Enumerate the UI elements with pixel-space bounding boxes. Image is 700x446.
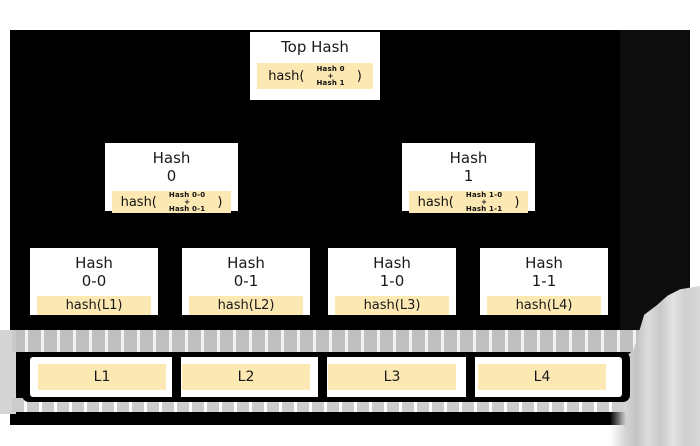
hash-fn-open: hash( bbox=[417, 194, 454, 210]
operand-stack: Hash 1-0 + Hash 1-1 bbox=[466, 191, 502, 213]
arrowhead-root bbox=[306, 100, 324, 112]
node-hash-1-1-value-box: hash(L4) bbox=[487, 296, 601, 315]
data-block-l2-label: L2 bbox=[237, 369, 255, 385]
data-divider-1 bbox=[172, 352, 181, 402]
node-hash-0-title: Hash 0 bbox=[152, 149, 191, 185]
connector-hash1-to-root bbox=[468, 118, 470, 144]
node-hash-1-0[interactable]: Hash 1-0 hash(L3) bbox=[328, 248, 456, 315]
node-hash-0-0[interactable]: Hash 0-0 hash(L1) bbox=[30, 248, 158, 315]
connector-rail-left bbox=[93, 228, 247, 230]
data-block-l3-label: L3 bbox=[383, 369, 401, 385]
node-top-hash[interactable]: Top Hash hash( Hash 0 + Hash 1 ) bbox=[250, 32, 380, 100]
data-block-l1[interactable]: L1 bbox=[38, 364, 166, 390]
data-block-l2[interactable]: L2 bbox=[182, 364, 310, 390]
connector-h01-up bbox=[245, 228, 247, 250]
connector-rail-right bbox=[391, 228, 545, 230]
arrowhead-hash1 bbox=[460, 211, 478, 223]
operand-b: Hash 0-1 bbox=[168, 205, 206, 213]
hash-fn-close: ) bbox=[514, 194, 520, 210]
operand-a: Hash 1-0 bbox=[465, 191, 503, 199]
operand-stack: Hash 0 + Hash 1 bbox=[316, 65, 344, 87]
hash-fn-close: ) bbox=[217, 194, 223, 210]
operand-b: Hash 1-1 bbox=[465, 205, 503, 213]
hash-fn-open: hash( bbox=[120, 194, 157, 210]
operand-b: Hash 1 bbox=[316, 79, 345, 87]
node-hash-0-1-value-box: hash(L2) bbox=[189, 296, 303, 315]
node-hash-1-1[interactable]: Hash 1-1 hash(L4) bbox=[480, 248, 608, 315]
node-top-hash-title: Top Hash bbox=[281, 38, 349, 56]
data-block-l4[interactable]: L4 bbox=[478, 364, 606, 390]
node-hash-0-formula: hash( Hash 0-0 + Hash 0-1 ) bbox=[112, 191, 231, 213]
operand-plus: + bbox=[481, 198, 488, 206]
arrowhead-hash0 bbox=[162, 211, 180, 223]
node-top-hash-formula: hash( Hash 0 + Hash 1 ) bbox=[257, 63, 373, 89]
connector-h00-up bbox=[93, 228, 95, 250]
node-hash-0[interactable]: Hash 0 hash( Hash 0-0 + Hash 0-1 ) bbox=[105, 143, 238, 213]
hash-fn-open: hash( bbox=[268, 68, 305, 84]
node-hash-0-1[interactable]: Hash 0-1 hash(L2) bbox=[182, 248, 310, 315]
node-hash-0-0-title: Hash 0-0 bbox=[75, 254, 113, 290]
data-divider-3 bbox=[466, 352, 475, 402]
grey-artifact-band-upper bbox=[12, 330, 672, 352]
data-block-l1-label: L1 bbox=[93, 369, 111, 385]
connector-h10-up bbox=[391, 228, 393, 250]
operand-a: Hash 0 bbox=[316, 65, 345, 73]
operand-stack: Hash 0-0 + Hash 0-1 bbox=[169, 191, 205, 213]
operand-a: Hash 0-0 bbox=[168, 191, 206, 199]
connector-h11-up bbox=[543, 228, 545, 250]
operand-plus: + bbox=[327, 72, 334, 80]
node-hash-1-1-value: hash(L4) bbox=[515, 298, 573, 313]
operand-plus: + bbox=[184, 198, 191, 206]
hash-fn-close: ) bbox=[356, 68, 362, 84]
data-block-l4-label: L4 bbox=[533, 369, 551, 385]
node-hash-1-title: Hash 1 bbox=[449, 149, 488, 185]
connector-hash0-to-root bbox=[170, 118, 172, 144]
node-hash-0-1-value: hash(L2) bbox=[217, 298, 275, 313]
data-divider-2 bbox=[318, 352, 327, 402]
node-hash-1-0-value-box: hash(L3) bbox=[335, 296, 449, 315]
node-hash-0-0-value: hash(L1) bbox=[65, 298, 123, 313]
node-hash-1-0-value: hash(L3) bbox=[363, 298, 421, 313]
node-hash-1-formula: hash( Hash 1-0 + Hash 1-1 ) bbox=[409, 191, 528, 213]
node-hash-0-1-title: Hash 0-1 bbox=[227, 254, 265, 290]
node-hash-1-1-title: Hash 1-1 bbox=[525, 254, 563, 290]
data-block-l3[interactable]: L3 bbox=[328, 364, 456, 390]
connector-rail-top bbox=[170, 118, 470, 120]
node-hash-1[interactable]: Hash 1 hash( Hash 1-0 + Hash 1-1 ) bbox=[402, 143, 535, 213]
node-hash-1-0-title: Hash 1-0 bbox=[373, 254, 411, 290]
node-hash-0-0-value-box: hash(L1) bbox=[37, 296, 151, 315]
